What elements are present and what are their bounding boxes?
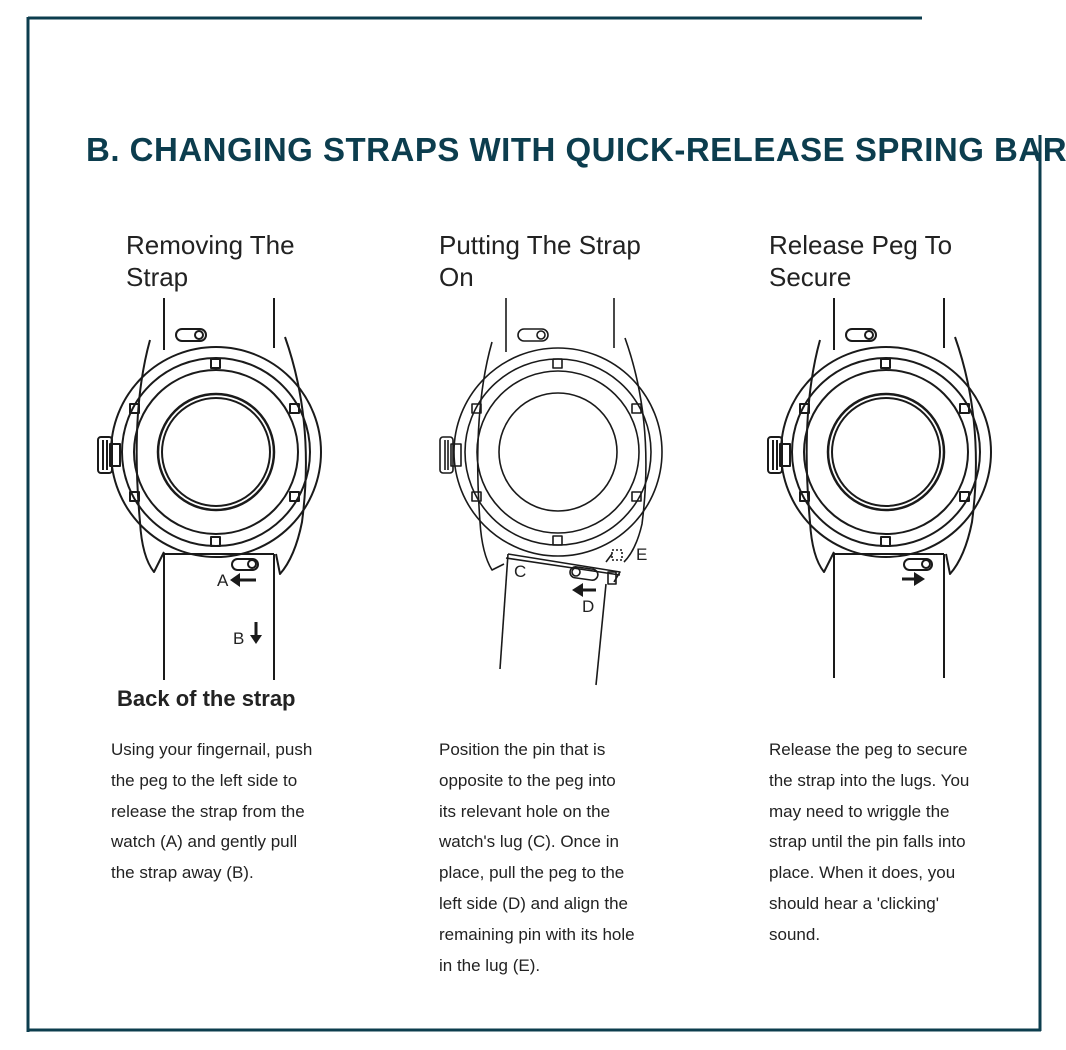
instructions-putting-on: Position the pin that is opposite to the… [439,735,635,981]
body-line: Position the pin that is [439,740,606,759]
body-line: strap until the pin falls into [769,832,966,852]
body-line: in the lug (E). [439,955,541,975]
caption-back-of-strap: Back of the strap [117,686,296,711]
body-line: opposite to the peg into [439,770,616,790]
body-line: watch (A) and gently pull [111,832,298,852]
heading-line: Putting The Strap [439,230,641,260]
body-line: place. When it does, you [769,863,956,883]
body-line: its relevant hole on the [439,801,611,821]
body-line: release the strap from the [111,801,305,821]
instructions-securing: Release the peg to secure the strap into… [769,735,969,951]
body-line: may need to wriggle the [769,801,950,821]
label-b: B [233,629,244,648]
body-line: the strap into the lugs. You [769,770,970,790]
label-a: A [217,571,229,590]
arrow-left-icon [230,573,240,587]
body-line: the peg to the left side to [111,770,298,790]
body-line: should hear a 'clicking' [769,893,939,913]
heading-removing-strap: Removing The Strap [126,229,295,293]
body-line: the strap away (B). [111,863,254,883]
heading-line: Removing The [126,230,295,260]
heading-putting-strap-on: Putting The Strap On [439,229,641,293]
heading-release-peg: Release Peg To Secure [769,229,952,293]
body-line: place, pull the peg to the [439,863,625,883]
watch-illustration-attach: C D E [439,298,663,686]
arrow-right-icon [914,572,925,586]
heading-line: Release Peg To [769,230,953,260]
heading-line: On [439,262,474,292]
body-line: Release the peg to secure [769,740,968,759]
label-e: E [636,545,647,564]
body-line: left side (D) and align the [439,893,628,913]
body-line: remaining pin with its hole [439,924,635,944]
body-line: watch's lug (C). Once in [439,832,619,852]
instructions-removing: Using your fingernail, push the peg to t… [111,735,312,889]
watch-illustration-secure [767,298,992,678]
label-c: C [514,562,526,581]
body-line: sound. [769,924,821,944]
body-line: Using your fingernail, push [111,740,313,759]
watch-illustration-remove: A B [97,298,322,680]
arrow-down-icon [250,635,262,644]
arrow-left-icon [572,583,583,597]
heading-line: Strap [126,262,189,292]
page-title: B. CHANGING STRAPS WITH QUICK-RELEASE SP… [86,131,1066,168]
heading-line: Secure [769,262,852,292]
label-d: D [582,597,594,616]
